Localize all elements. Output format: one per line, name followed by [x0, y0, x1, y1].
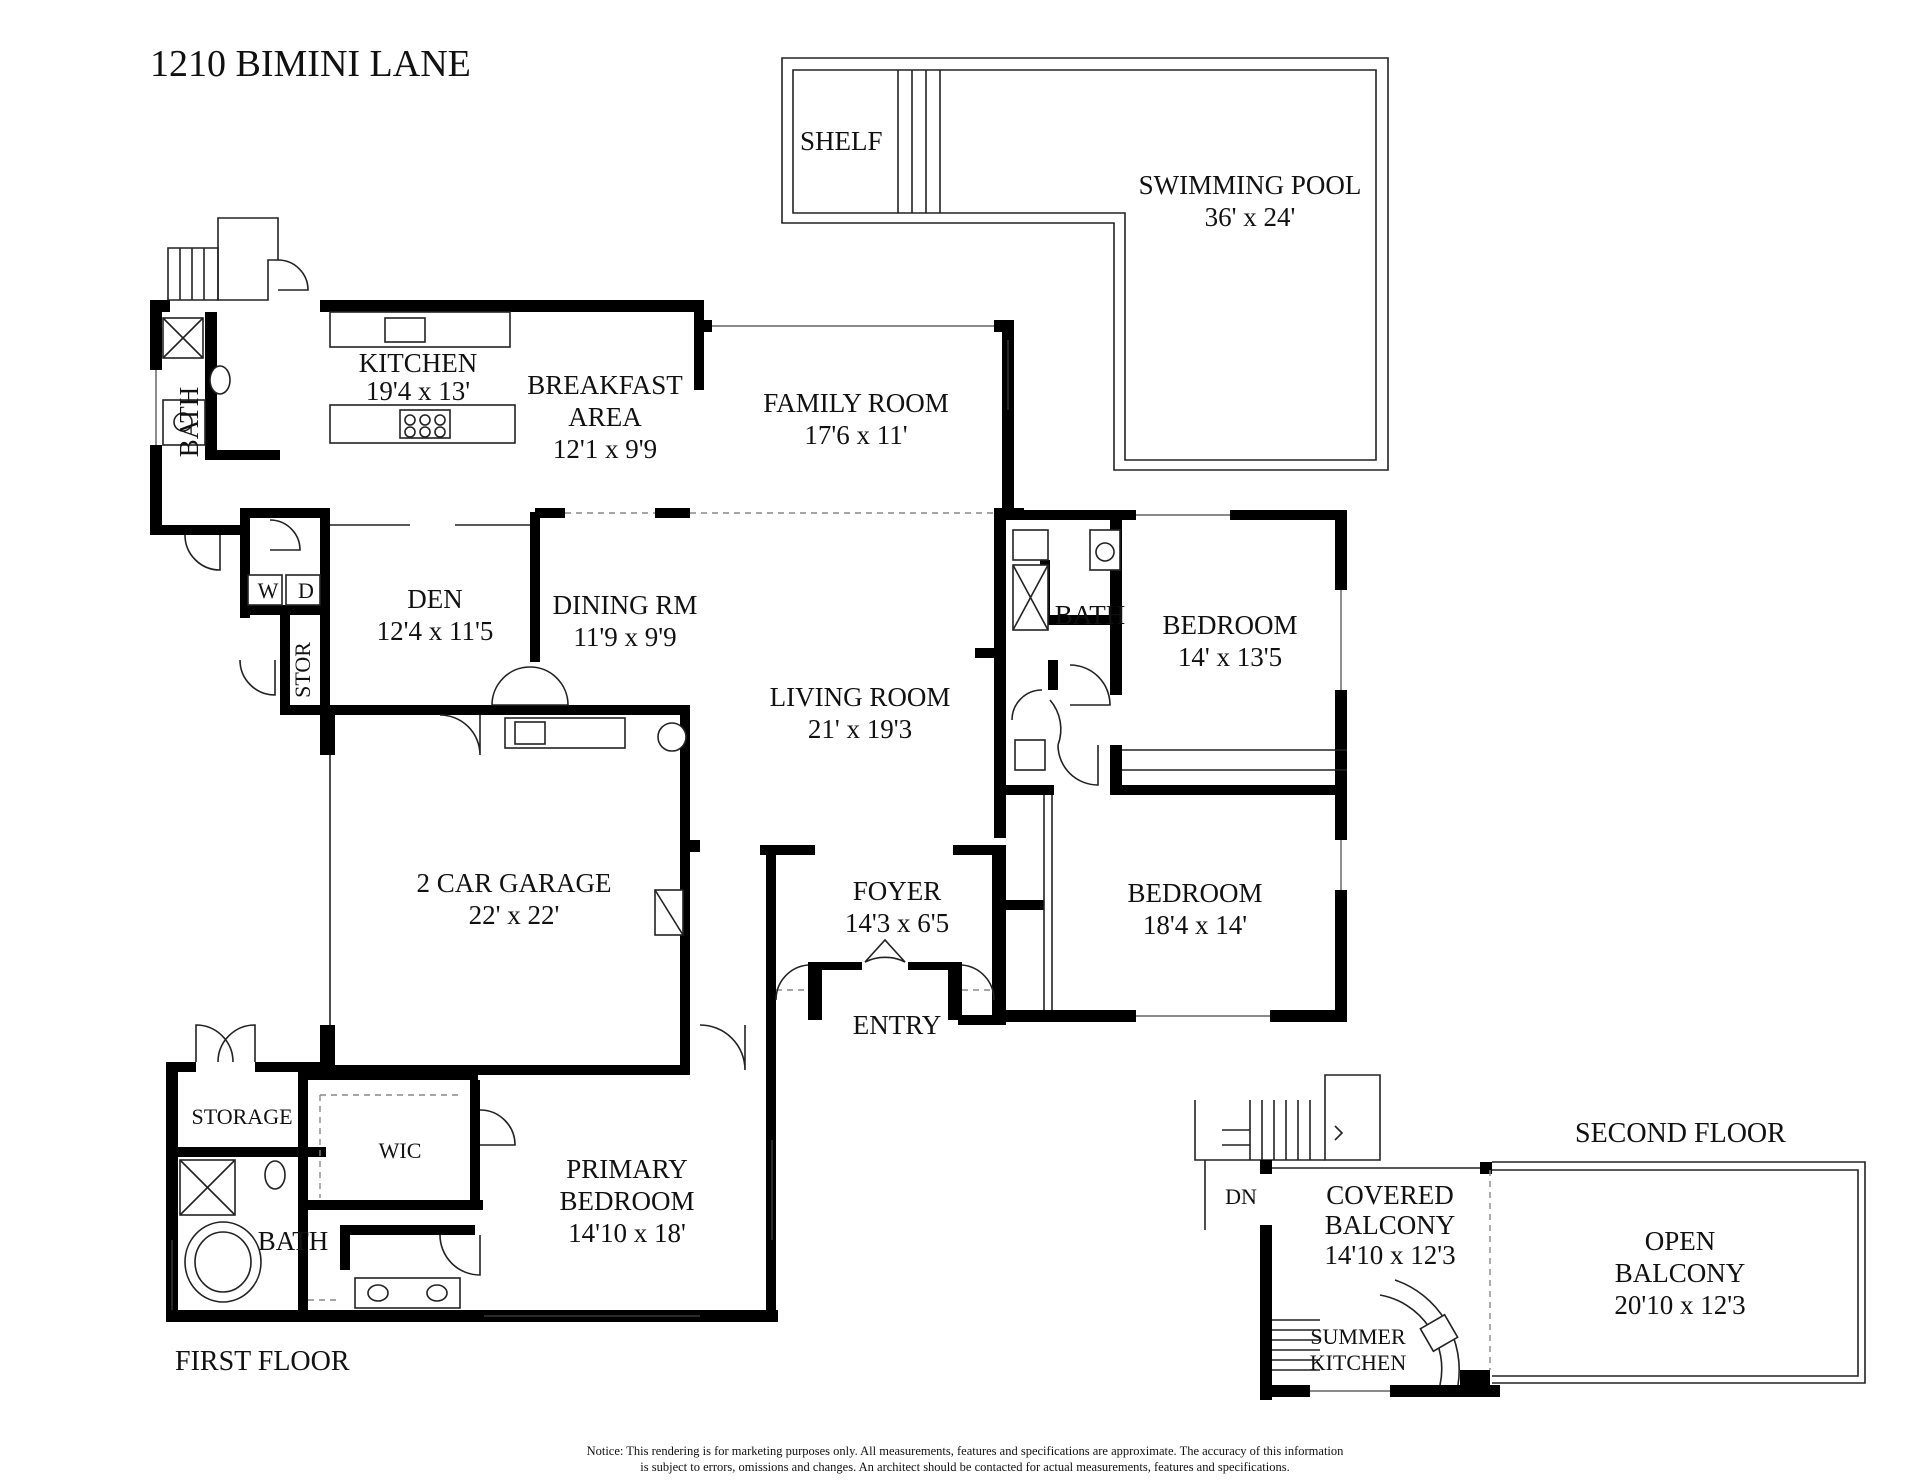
summer-kitchen-line1: SUMMER	[1310, 1324, 1406, 1349]
hall-bath-label: BATH	[1055, 600, 1126, 630]
notice-line1: Notice: This rendering is for marketing …	[587, 1444, 1345, 1458]
foyer-size: 14'3 x 6'5	[845, 908, 949, 938]
dining-size: 11'9 x 9'9	[573, 622, 676, 652]
living-room-name: LIVING ROOM	[770, 682, 951, 712]
breakfast-line2: AREA	[568, 402, 642, 432]
living-room-size: 21' x 19'3	[808, 714, 912, 744]
breakfast-line1: BREAKFAST	[527, 370, 683, 400]
summer-kitchen-line2: KITCHEN	[1310, 1350, 1407, 1375]
shelf-label: SHELF	[800, 126, 883, 156]
primary-line1: PRIMARY	[566, 1154, 688, 1184]
stor-label: STOR	[290, 642, 315, 698]
breakfast-size: 12'1 x 9'9	[553, 434, 657, 464]
den-size: 12'4 x 11'5	[377, 616, 494, 646]
primary-line2: BEDROOM	[559, 1186, 694, 1216]
open-balcony-line2: BALCONY	[1615, 1258, 1746, 1288]
entry-label: ENTRY	[853, 1010, 942, 1040]
primary-size: 14'10 x 18'	[568, 1218, 686, 1248]
family-room-name: FAMILY ROOM	[763, 388, 949, 418]
covered-balcony-line1: COVERED	[1326, 1180, 1454, 1210]
notice-line2: is subject to errors, omissions and chan…	[640, 1460, 1289, 1474]
property-title: 1210 BIMINI LANE	[150, 43, 471, 85]
second-floor-walls	[1194, 1074, 1866, 1400]
wic-label: WIC	[379, 1138, 422, 1163]
garage-size: 22' x 22'	[469, 900, 560, 930]
dryer-label: D	[298, 578, 314, 603]
foyer-name: FOYER	[853, 876, 942, 906]
covered-balcony-line2: BALCONY	[1325, 1210, 1456, 1240]
kitchen-size: 19'4 x 13'	[366, 376, 470, 406]
den-name: DEN	[407, 584, 463, 614]
kitchen-name: KITCHEN	[359, 348, 477, 378]
bedroom1-size: 14' x 13'5	[1178, 642, 1282, 672]
washer-label: W	[258, 578, 279, 603]
bedroom2-name: BEDROOM	[1127, 878, 1262, 908]
dining-name: DINING RM	[553, 590, 698, 620]
open-balcony-line1: OPEN	[1645, 1226, 1716, 1256]
storage-label: STORAGE	[191, 1104, 292, 1129]
second-floor-label: SECOND FLOOR	[1575, 1118, 1786, 1149]
first-floor-label: FIRST FLOOR	[175, 1346, 350, 1377]
family-room-size: 17'6 x 11'	[804, 420, 907, 450]
garage-name: 2 CAR GARAGE	[416, 868, 611, 898]
first-floor-fixtures	[162, 259, 1121, 1309]
open-balcony-size: 20'10 x 12'3	[1614, 1290, 1745, 1320]
bedroom2-size: 18'4 x 14'	[1143, 910, 1247, 940]
primary-bath-label: BATH	[258, 1226, 329, 1256]
pool-name: SWIMMING POOL	[1139, 170, 1362, 200]
pool-size: 36' x 24'	[1205, 202, 1296, 232]
first-floor-walls	[150, 217, 1347, 1322]
swimming-pool	[781, 57, 1389, 471]
kitchen-bath-label: BATH	[174, 387, 204, 458]
bedroom1-name: BEDROOM	[1162, 610, 1297, 640]
covered-balcony-size: 14'10 x 12'3	[1324, 1240, 1455, 1270]
stair-down-label: DN	[1225, 1184, 1257, 1209]
